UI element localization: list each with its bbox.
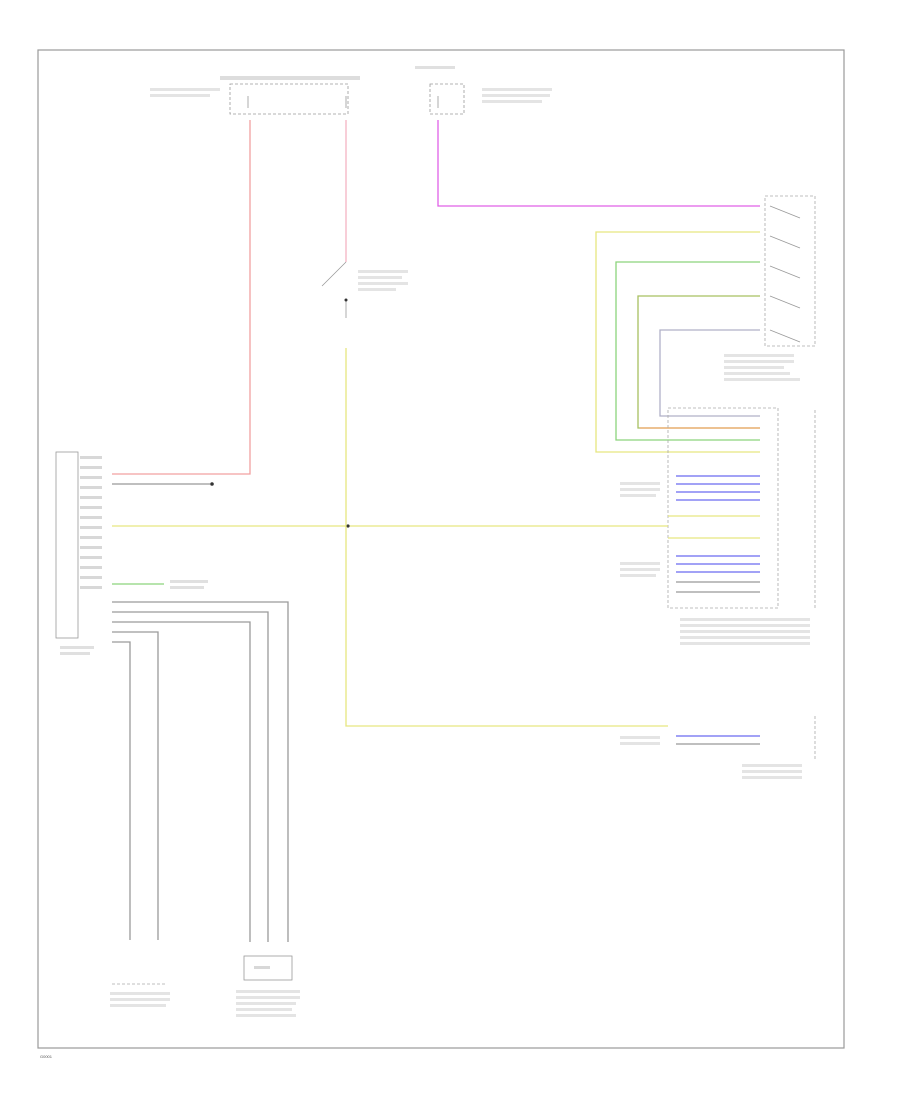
fuse-label-blur-2 [150,94,210,97]
wire-green-range [615,261,760,441]
tcm-connector [667,407,779,609]
wire-magenta [437,120,760,207]
wire-gray-5 [112,641,131,940]
fuse-desc-blur [482,88,552,91]
selector-lever-light [110,983,170,1007]
fuse-block-right [415,66,552,115]
selector-lever-sensor [236,955,300,1017]
diagram-frame [37,49,845,1049]
wire-gray-4 [112,631,159,940]
wire-gray-range [659,329,760,417]
transmission-range-switch [724,195,816,381]
figure-id: G0001 [40,1054,53,1059]
engine-control-module [620,716,816,779]
brake-switch [321,261,408,318]
fuse-desc-blur-2 [482,94,550,97]
wire-yellow-range [595,231,760,453]
fuse-block-left [150,76,360,115]
ground-point [210,482,214,486]
fuse-label-blur [150,88,220,91]
splice-point [346,524,350,528]
fuse-title-blur [415,66,455,69]
shift-lever-module [55,451,102,655]
wire-gray-2 [112,611,269,942]
wire-yellow-brake [345,348,668,727]
tcm-pins [620,475,810,645]
wire-gray-1 [112,601,289,942]
wire-gray-3 [112,621,251,942]
wire-red-power [112,120,251,475]
fuse-block-title-blur [220,76,360,80]
fuse-desc-blur-3 [482,100,542,103]
